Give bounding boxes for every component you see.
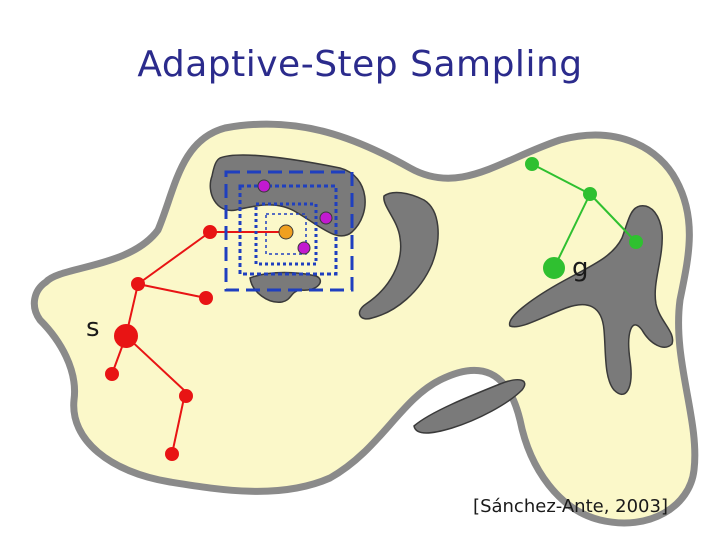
sample-point — [319, 211, 333, 225]
start-tree-node — [179, 389, 193, 403]
obstacle-bottom-sliver — [413, 378, 526, 434]
sampling-box-inner — [265, 213, 307, 255]
free-space-region — [30, 120, 699, 527]
goal-tree — [525, 157, 643, 279]
start-tree-edge — [125, 335, 187, 393]
start-node — [114, 324, 138, 348]
goal-tree-edge — [531, 163, 591, 195]
start-tree-edge — [171, 397, 185, 455]
start-tree-node — [105, 367, 119, 381]
goal-tree-node — [629, 235, 643, 249]
obstacle-middle-crescent — [358, 191, 439, 320]
goal-node — [543, 257, 565, 279]
start-label: s — [86, 313, 100, 343]
sampling-box-large — [238, 184, 338, 276]
sampling-boxes — [224, 170, 354, 292]
start-tree-node — [165, 447, 179, 461]
goal-label: g — [572, 253, 589, 283]
sample-point — [257, 179, 271, 193]
goal-tree-node — [583, 187, 597, 201]
start-tree-node — [131, 277, 145, 291]
current-sample-point — [278, 224, 294, 240]
start-tree-node — [203, 225, 217, 239]
sample-point — [297, 241, 311, 255]
start-tree-node — [199, 291, 213, 305]
goal-tree-edge — [553, 193, 591, 269]
goal-tree-node — [525, 157, 539, 171]
slide-title: Adaptive-Step Sampling — [137, 44, 583, 85]
obstacle-right-branching — [508, 205, 674, 396]
start-tree-edge — [137, 231, 211, 285]
citation: [Sánchez-Ante, 2003] — [473, 496, 668, 517]
sampling-box-medium — [254, 202, 318, 266]
sampling-box-outer — [224, 170, 354, 292]
start-tree-edge — [137, 283, 207, 299]
goal-tree-edge — [589, 193, 637, 243]
start-tree — [105, 225, 286, 461]
